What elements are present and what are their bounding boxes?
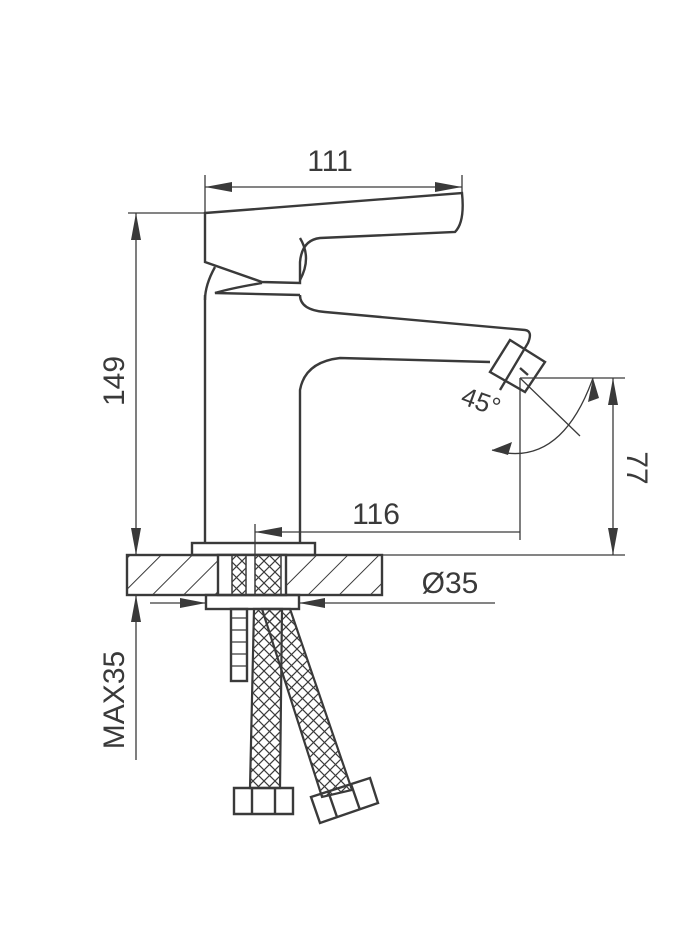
hex-nut-right xyxy=(309,776,380,825)
handle-pivot xyxy=(298,237,308,281)
base-flange xyxy=(190,541,317,557)
threaded-stud xyxy=(229,607,249,683)
angle-label-45: 45° xyxy=(457,381,504,423)
dim-label-diameter-35: Ø35 xyxy=(422,567,479,600)
dimension-lines xyxy=(128,175,625,760)
spout-aerator xyxy=(488,338,547,394)
dim-label-111: 111 xyxy=(307,145,353,178)
hex-nut-left xyxy=(232,786,295,816)
dim-label-max35: MAX35 xyxy=(98,651,131,749)
dim-label-149: 149 xyxy=(98,356,131,406)
dim-label-77: 77 xyxy=(620,451,653,484)
dim-label-116: 116 xyxy=(352,498,400,531)
handle-lever xyxy=(203,191,464,285)
supply-hoses xyxy=(229,607,380,825)
body-and-spout xyxy=(203,294,532,543)
mounting-nut xyxy=(204,593,301,611)
countertop-section xyxy=(125,553,384,611)
